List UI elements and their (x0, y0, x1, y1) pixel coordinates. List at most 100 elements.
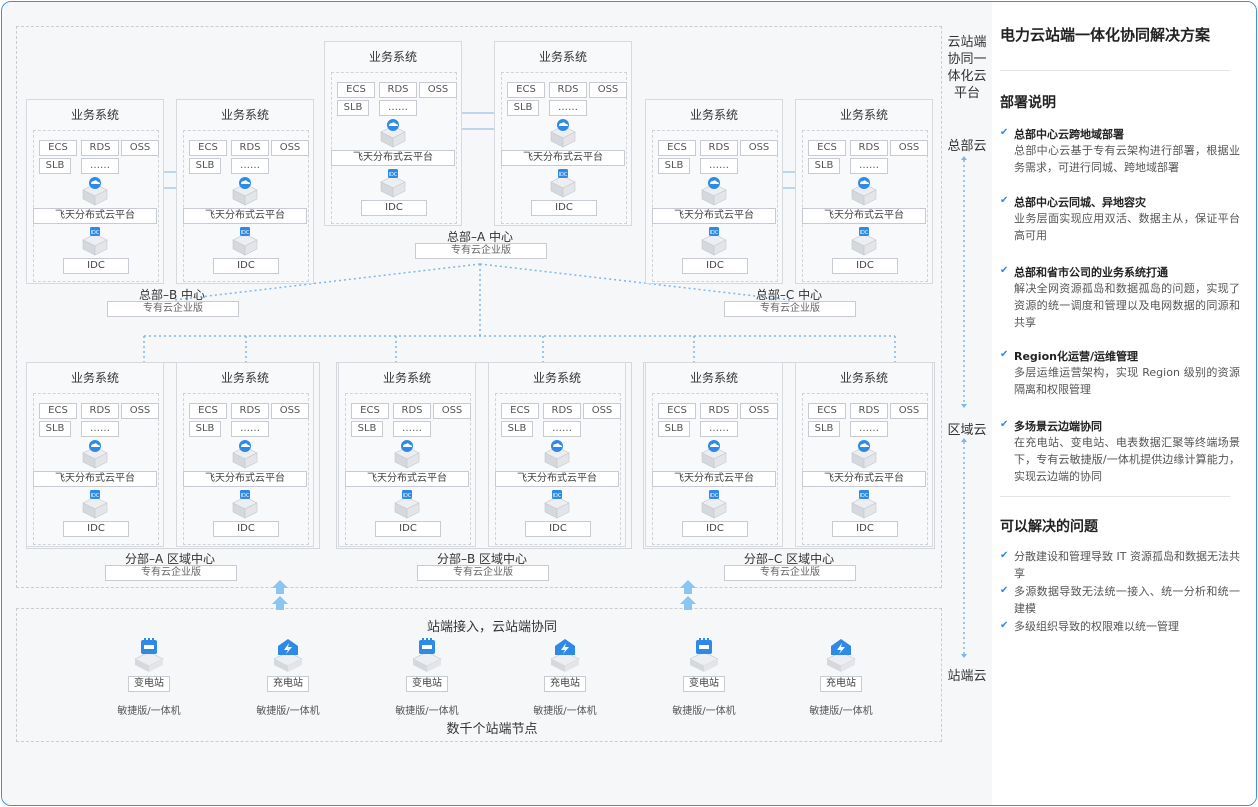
deploy-item-body: 业务层面实现应用双活、数据主从，保证平台高可用 (1014, 212, 1240, 242)
feitian-platform-label: 飞天分布式云平台 (495, 471, 619, 487)
idc-cube-icon: IDC (378, 168, 406, 198)
tier-hq-label: 总部云 (947, 139, 987, 154)
business-system-inner (802, 393, 928, 545)
deploy-item-body: 在充电站、变电站、电表数据汇聚等终端场景下，专有云敏捷版/一体机提供边缘计算能力… (1014, 436, 1240, 483)
feitian-platform-label: 飞天分布式云平台 (652, 471, 776, 487)
business-system-title: 业务系统 (70, 108, 119, 122)
service-chip-rds: RDS (393, 403, 431, 419)
feitian-platform-label: 飞天分布式云平台 (345, 471, 469, 487)
service-chip-rds: RDS (81, 403, 119, 419)
tier-station-label: 站端云 (947, 669, 987, 684)
business-system-title: 业务系统 (220, 371, 269, 385)
business-system-inner (345, 393, 471, 545)
cloud-platform-cube-icon (699, 439, 727, 469)
deploy-item-title: Region化运营/运维管理 (1014, 350, 1138, 363)
business-system-inner (652, 130, 778, 282)
station-title: 站端接入，云站端协同 (426, 620, 557, 635)
deploy-item-title: 总部中心云跨地域部署 (1014, 128, 1124, 141)
substation-icon (132, 638, 166, 672)
business-system-inner (652, 393, 778, 545)
business-system-title: 业务系统 (382, 371, 431, 385)
service-chip-ecs: ECS (507, 82, 545, 98)
cloud-platform-cube-icon (230, 439, 258, 469)
service-chip-more: …… (379, 100, 417, 116)
idc-label: IDC (832, 521, 898, 537)
check-icon: ✔ (1000, 419, 1009, 430)
service-chip-oss: OSS (121, 403, 159, 419)
idc-cube-icon: IDC (392, 489, 420, 519)
service-chip-ecs: ECS (501, 403, 539, 419)
idc-label: IDC (213, 258, 279, 274)
tier-region-label: 区域云 (947, 423, 987, 438)
station-name-label: 充电站 (820, 676, 862, 692)
service-chip-more: …… (700, 158, 738, 174)
check-icon: ✔ (1000, 195, 1009, 206)
substation-icon (687, 638, 721, 672)
deploy-item-body: 总部中心云基于专有云架构进行部署，根据业务需求，可进行同城、跨地域部署 (1014, 144, 1240, 174)
business-system-title: 业务系统 (839, 108, 888, 122)
service-chip-oss: OSS (740, 403, 778, 419)
station-edition-label: 敏捷版/一体机 (117, 706, 181, 717)
service-chip-more: …… (81, 158, 119, 174)
hq-c-center: 总部–C 中心 (755, 288, 823, 302)
deploy-item-title: 总部和省市公司的业务系统打通 (1014, 266, 1168, 279)
svg-text:IDC: IDC (860, 493, 869, 499)
service-chip-oss: OSS (740, 140, 778, 156)
svg-text:IDC: IDC (91, 493, 100, 499)
business-system-inner (183, 393, 309, 545)
cloud-platform-cube-icon (378, 118, 406, 148)
solve-item: 多源数据导致无法统一接入、统一分析和统一建模 (1014, 585, 1240, 615)
check-icon: ✔ (1000, 585, 1009, 596)
svg-text:IDC: IDC (241, 230, 250, 236)
feitian-platform-label: 飞天分布式云平台 (652, 208, 776, 224)
service-chip-ecs: ECS (808, 140, 846, 156)
service-chip-more: …… (393, 421, 431, 437)
service-chip-ecs: ECS (658, 140, 696, 156)
service-chip-more: …… (543, 421, 581, 437)
service-chip-slb: SLB (189, 421, 221, 437)
service-chip-rds: RDS (231, 140, 269, 156)
branch-c-center: 分部–C 区域中心 (743, 552, 835, 566)
station-edition-label: 敏捷版/一体机 (672, 706, 736, 717)
hq-link-line (479, 263, 791, 301)
feitian-platform-label: 飞天分布式云平台 (501, 150, 625, 166)
service-chip-oss: OSS (419, 82, 457, 98)
hq-b-center: 总部–B 中心 (138, 288, 206, 302)
service-chip-rds: RDS (543, 403, 581, 419)
up-arrow-icon (272, 580, 288, 610)
service-chip-slb: SLB (658, 421, 690, 437)
svg-text:IDC: IDC (559, 172, 568, 178)
business-system-inner (33, 130, 159, 282)
idc-cube-icon: IDC (542, 489, 570, 519)
service-chip-ecs: ECS (189, 403, 227, 419)
idc-label: IDC (213, 521, 279, 537)
svg-text:IDC: IDC (91, 230, 100, 236)
idc-cube-icon: IDC (849, 226, 877, 256)
service-chip-oss: OSS (271, 403, 309, 419)
station-name-label: 变电站 (683, 676, 725, 692)
service-chip-more: …… (81, 421, 119, 437)
feitian-platform-label: 飞天分布式云平台 (183, 471, 307, 487)
deploy-item-title: 总部中心云同城、异地容灾 (1014, 196, 1146, 209)
cloud-platform-cube-icon (392, 439, 420, 469)
station-tier-box (16, 608, 942, 742)
service-chip-more: …… (850, 158, 888, 174)
business-system-inner (802, 130, 928, 282)
service-chip-oss: OSS (583, 403, 621, 419)
svg-text:IDC: IDC (710, 230, 719, 236)
service-chip-more: …… (231, 158, 269, 174)
feitian-platform-label: 飞天分布式云平台 (802, 471, 926, 487)
station-edition-label: 敏捷版/一体机 (395, 706, 459, 717)
svg-text:IDC: IDC (389, 172, 398, 178)
idc-label: IDC (63, 521, 129, 537)
feitian-platform-label: 飞天分布式云平台 (183, 208, 307, 224)
hq-b-center-edition: 专有云企业版 (107, 301, 239, 317)
service-chip-rds: RDS (700, 140, 738, 156)
hq-a-center: 总部–A 中心 (446, 230, 514, 244)
hq-a-center-edition: 专有云企业版 (415, 243, 547, 259)
